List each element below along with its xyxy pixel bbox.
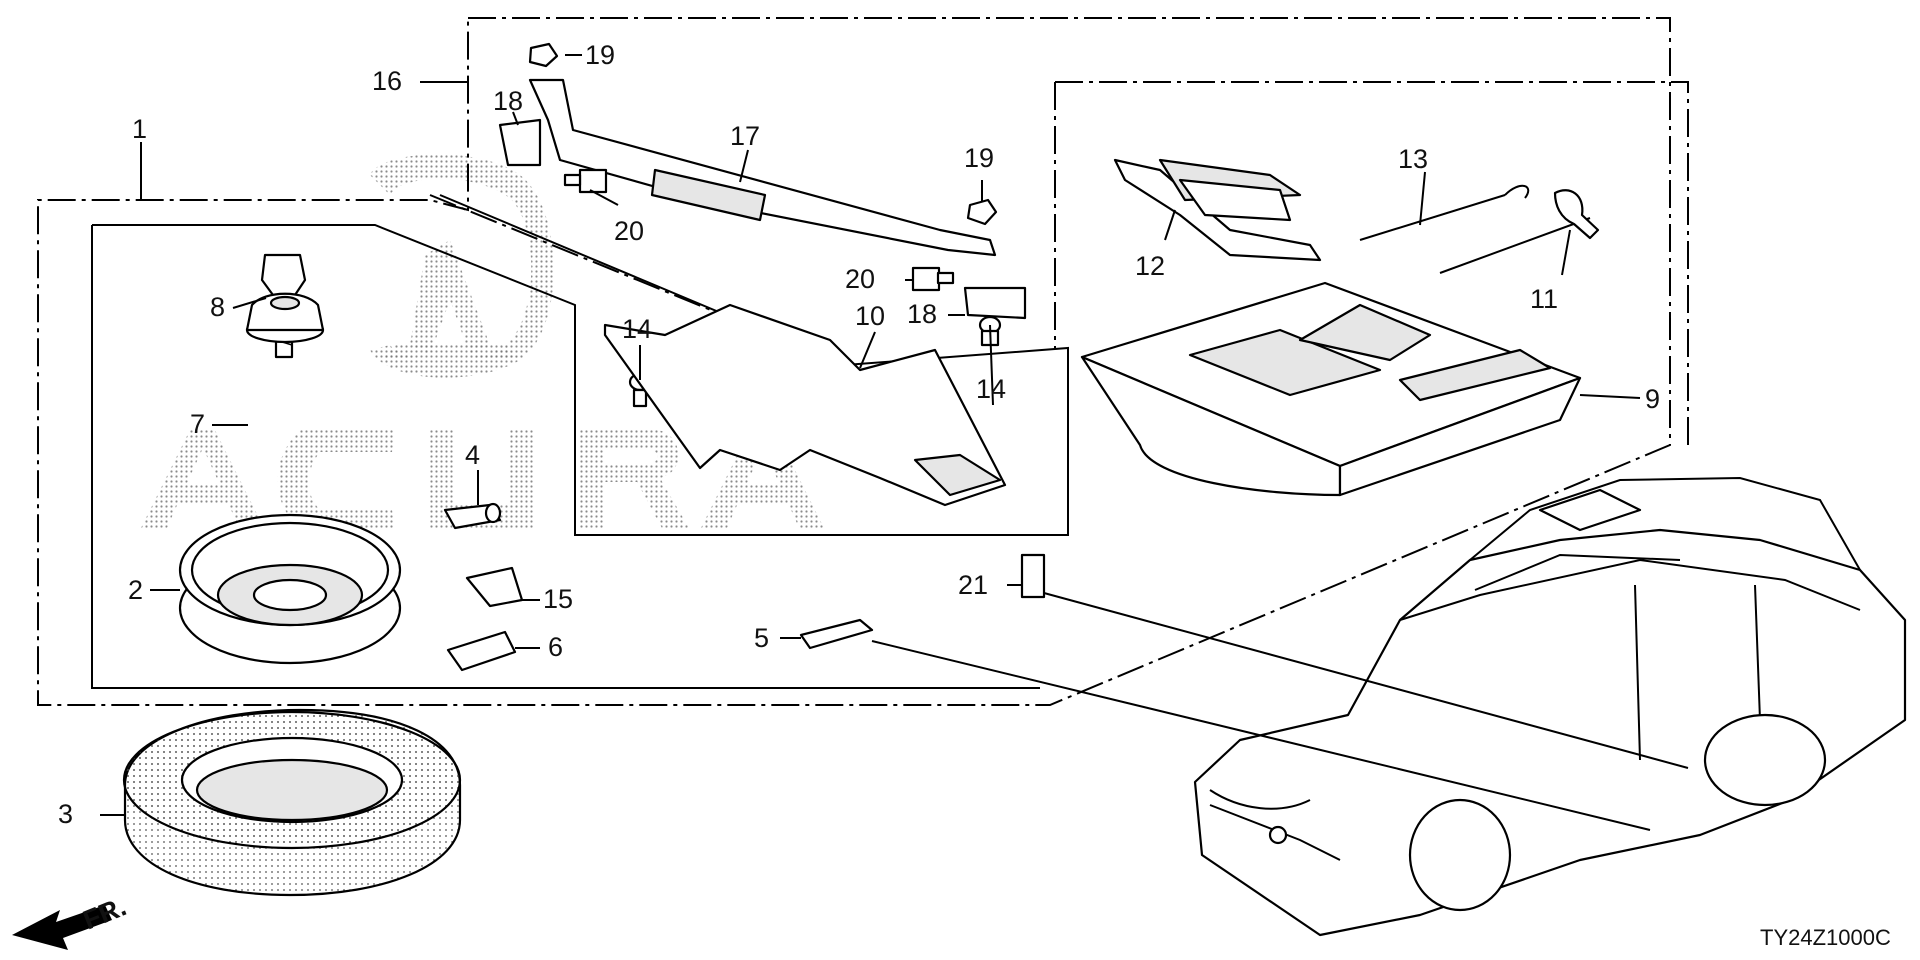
callout-15: 15 — [543, 584, 573, 614]
front-direction-arrow-icon — [12, 905, 112, 950]
part-15-label — [465, 566, 524, 608]
part-19-nut-top — [528, 42, 559, 68]
part-21-sticker — [1020, 553, 1046, 599]
part-7-spacer-cone — [245, 292, 325, 344]
part-11-wheel-wrench — [1439, 189, 1600, 274]
vehicle-outline — [1193, 476, 1907, 937]
part-20-bolt-left — [563, 168, 608, 194]
callout-11: 11 — [1530, 284, 1558, 314]
part-20-bolt-right — [911, 266, 955, 292]
part-19-nut-right — [966, 198, 998, 226]
callout-12: 12 — [1135, 251, 1165, 281]
callout-7: 7 — [190, 409, 205, 439]
callout-8: 8 — [210, 292, 225, 322]
part-17-support-bar — [498, 78, 1027, 320]
callout-20-left: 20 — [614, 216, 644, 246]
callout-6: 6 — [548, 632, 563, 662]
callout-10: 10 — [855, 301, 885, 331]
callout-14-right: 14 — [976, 374, 1006, 404]
callout-18-left: 18 — [493, 86, 523, 116]
callout-19-top: 19 — [585, 40, 615, 70]
callout-16: 16 — [372, 66, 402, 96]
front-direction-label: FR. — [79, 891, 131, 935]
callout-1: 1 — [132, 114, 147, 144]
callout-3: 3 — [58, 799, 73, 829]
callout-2: 2 — [128, 575, 143, 605]
part-2-spare-wheel — [178, 513, 402, 665]
callout-19-right: 19 — [964, 143, 994, 173]
watermark-logo — [370, 154, 554, 378]
part-3-spare-tire — [122, 708, 462, 897]
callout-18-right: 18 — [907, 299, 937, 329]
callout-4: 4 — [465, 440, 480, 470]
leader-lines — [100, 54, 1689, 831]
callout-5: 5 — [754, 623, 769, 653]
callout-21: 21 — [958, 570, 988, 600]
part-4-valve — [443, 502, 502, 530]
callout-13: 13 — [1398, 144, 1428, 174]
part-5-sticker — [799, 618, 874, 650]
part-9-tool-tray — [1080, 281, 1582, 497]
part-10-cover — [603, 303, 1007, 507]
watermark-wordmark — [140, 430, 825, 530]
part-6-label — [446, 630, 517, 672]
part-12-jack — [1113, 158, 1322, 262]
part-13-jack-handle — [1359, 184, 1530, 241]
callout-20-right: 20 — [845, 264, 875, 294]
diagram-code: TY24Z1000C — [1760, 925, 1891, 950]
callout-14-left: 14 — [622, 314, 652, 344]
callout-17: 17 — [730, 121, 760, 151]
callout-9: 9 — [1645, 384, 1660, 414]
